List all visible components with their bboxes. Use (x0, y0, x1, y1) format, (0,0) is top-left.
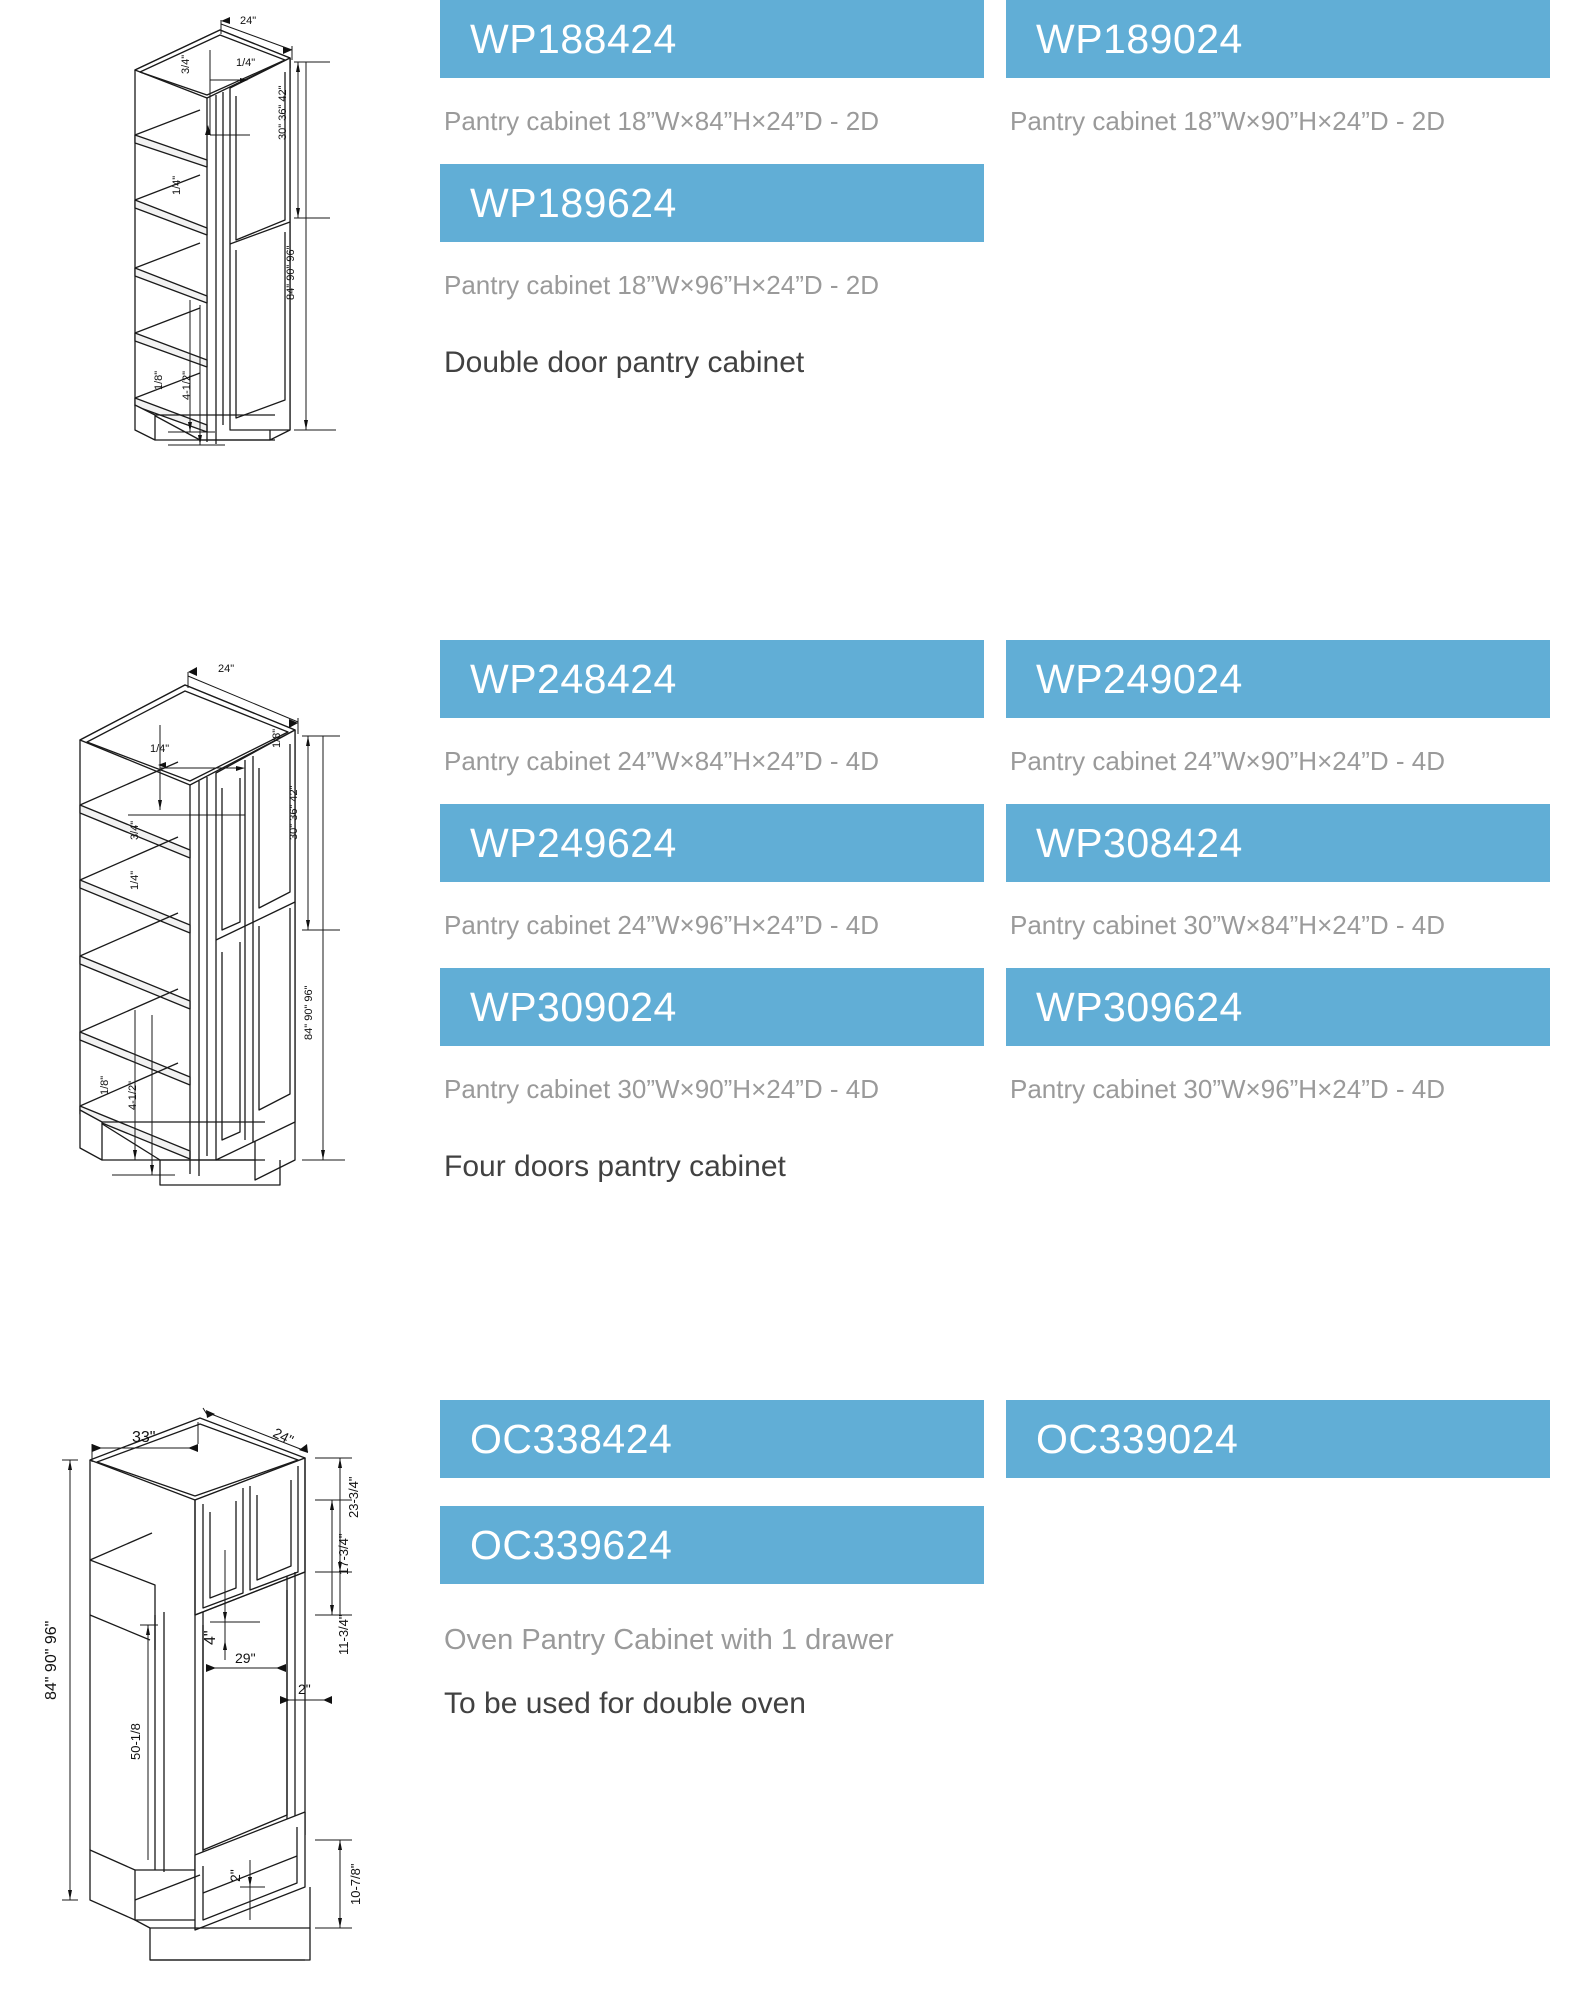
section-four-door-pantry: 24" 1/4" 3/4" 1/4" 1/8" 4-1/2" 30" 36" 4… (0, 640, 1590, 1260)
product-cell: OC339024 (1006, 1400, 1550, 1478)
dim-3-4: 3/4" (129, 821, 141, 840)
dim-4-1-2: 4-1/2" (127, 1081, 139, 1110)
section-double-door-pantry: 24" 3/4" 1/4" 1/4" 1/8" 4-1/2" 30" 36" 4… (0, 0, 1590, 560)
dim-depth-24: 24" (271, 1424, 297, 1448)
product-row: WP249624 Pantry cabinet 24”W×96”H×24”D -… (440, 804, 1550, 968)
dim-29: 29" (235, 1650, 256, 1666)
product-code-chip[interactable]: WP309624 (1006, 968, 1550, 1046)
dim-1-4-top: 1/4" (236, 57, 255, 69)
dim-2-drawer: 2" (227, 1869, 243, 1882)
product-cell: WP309024 Pantry cabinet 30”W×90”H×24”D -… (440, 968, 984, 1132)
product-description: Pantry cabinet 18”W×96”H×24”D - 2D (444, 270, 879, 300)
product-code-chip[interactable]: WP309024 (440, 968, 984, 1046)
drawing-pantry-cabinet-2-door-isometric: 24" 3/4" 1/4" 1/4" 1/8" 4-1/2" 30" 36" 4… (40, 0, 390, 560)
product-cell: OC339624 (440, 1506, 984, 1584)
product-description: Pantry cabinet 24”W×96”H×24”D - 4D (444, 910, 879, 940)
product-cell: WP188424 Pantry cabinet 18”W×84”H×24”D -… (440, 0, 984, 164)
dim-heights-lower: 84" 90" 96" (285, 245, 297, 300)
product-description: Pantry cabinet 30”W×90”H×24”D - 4D (444, 1074, 879, 1104)
dim-1-4-mid: 1/4" (129, 871, 141, 890)
section-caption: To be used for double oven (444, 1687, 806, 1720)
product-cell: WP189024 Pantry cabinet 18”W×90”H×24”D -… (1006, 0, 1550, 164)
product-cell: WP249624 Pantry cabinet 24”W×96”H×24”D -… (440, 804, 984, 968)
product-row: OC339624 (440, 1506, 1550, 1584)
product-description: Pantry cabinet 24”W×84”H×24”D - 4D (444, 746, 879, 776)
dim-corner: 1/8" (271, 729, 283, 748)
product-row: WP248424 Pantry cabinet 24”W×84”H×24”D -… (440, 640, 1550, 804)
dim-4-inch: 4" (202, 1630, 219, 1645)
dim-heights-left: 84" 90" 96" (43, 1621, 60, 1700)
product-row: WP309024 Pantry cabinet 30”W×90”H×24”D -… (440, 968, 1550, 1132)
product-description: Pantry cabinet 18”W×90”H×24”D - 2D (1010, 106, 1445, 136)
dim-1-4-mid: 1/4" (171, 176, 183, 195)
section-subcaption: Oven Pantry Cabinet with 1 drawer (444, 1624, 894, 1656)
dim-3-4: 3/4" (180, 55, 192, 74)
product-cell: WP309624 Pantry cabinet 30”W×96”H×24”D -… (1006, 968, 1550, 1132)
dim-50-1-8: 50-1/8 (128, 1723, 143, 1760)
product-cell: OC338424 (440, 1400, 984, 1478)
empty-cell (1006, 164, 1550, 328)
dim-1-8: 1/8" (99, 1076, 111, 1095)
dim-heights-upper: 30" 36" 42" (277, 85, 289, 140)
dim-1-8: 1/8" (153, 371, 165, 390)
product-code-chip[interactable]: WP189024 (1006, 0, 1550, 78)
product-list-double-door: WP188424 Pantry cabinet 18”W×84”H×24”D -… (440, 0, 1550, 378)
dim-11-3-4: 11-3/4" (336, 1614, 351, 1655)
dim-width-24: 24" (218, 663, 234, 675)
product-cell: WP249024 Pantry cabinet 24”W×90”H×24”D -… (1006, 640, 1550, 804)
section-caption: Four doors pantry cabinet (444, 1150, 786, 1183)
product-code-chip[interactable]: WP249624 (440, 804, 984, 882)
dim-4-1-2: 4-1/2" (181, 371, 193, 400)
dim-heights-lower: 84" 90" 96" (303, 985, 315, 1040)
dim-10-7-8: 10-7/8" (348, 1863, 363, 1905)
product-description: Pantry cabinet 30”W×84”H×24”D - 4D (1010, 910, 1445, 940)
product-cell: WP248424 Pantry cabinet 24”W×84”H×24”D -… (440, 640, 984, 804)
dim-17-3-4: 17-3/4" (336, 1533, 351, 1575)
product-description: Pantry cabinet 30”W×96”H×24”D - 4D (1010, 1074, 1445, 1104)
product-description: Pantry cabinet 18”W×84”H×24”D - 2D (444, 106, 879, 136)
product-code-chip[interactable]: WP249024 (1006, 640, 1550, 718)
product-row: OC338424 OC339024 (440, 1400, 1550, 1478)
product-code-chip[interactable]: OC339624 (440, 1506, 984, 1584)
empty-cell (1006, 1506, 1550, 1584)
dim-23-3-4: 23-3/4" (346, 1476, 361, 1518)
drawing-oven-pantry-cabinet-isometric: 33" 24" 23-3/4" 17-3/4" 11-3/4" 10-7/8" … (40, 1400, 390, 2000)
product-code-chip[interactable]: OC338424 (440, 1400, 984, 1478)
drawing-pantry-cabinet-4-door-isometric: 24" 1/4" 3/4" 1/4" 1/8" 4-1/2" 30" 36" 4… (40, 640, 390, 1260)
product-cell: WP308424 Pantry cabinet 30”W×84”H×24”D -… (1006, 804, 1550, 968)
dim-width-24: 24" (240, 15, 256, 27)
dim-2-right: 2" (298, 1681, 311, 1697)
dim-1-4-top: 1/4" (150, 743, 169, 755)
product-description: Pantry cabinet 24”W×90”H×24”D - 4D (1010, 746, 1445, 776)
product-cell: WP189624 Pantry cabinet 18”W×96”H×24”D -… (440, 164, 984, 328)
section-oven-pantry: 33" 24" 23-3/4" 17-3/4" 11-3/4" 10-7/8" … (0, 1400, 1590, 2000)
product-row: WP189624 Pantry cabinet 18”W×96”H×24”D -… (440, 164, 1550, 328)
product-code-chip[interactable]: WP248424 (440, 640, 984, 718)
product-code-chip[interactable]: WP188424 (440, 0, 984, 78)
product-row: WP188424 Pantry cabinet 18”W×84”H×24”D -… (440, 0, 1550, 164)
product-list-oven-pantry: OC338424 OC339024 OC339624 Oven Pantry C… (440, 1400, 1550, 1719)
product-list-four-door: WP248424 Pantry cabinet 24”W×84”H×24”D -… (440, 640, 1550, 1182)
section-caption: Double door pantry cabinet (444, 346, 805, 379)
product-code-chip[interactable]: OC339024 (1006, 1400, 1550, 1478)
product-code-chip[interactable]: WP189624 (440, 164, 984, 242)
product-code-chip[interactable]: WP308424 (1006, 804, 1550, 882)
dim-width-33: 33" (132, 1429, 155, 1446)
dim-heights-upper: 30" 36" 42" (288, 785, 300, 840)
